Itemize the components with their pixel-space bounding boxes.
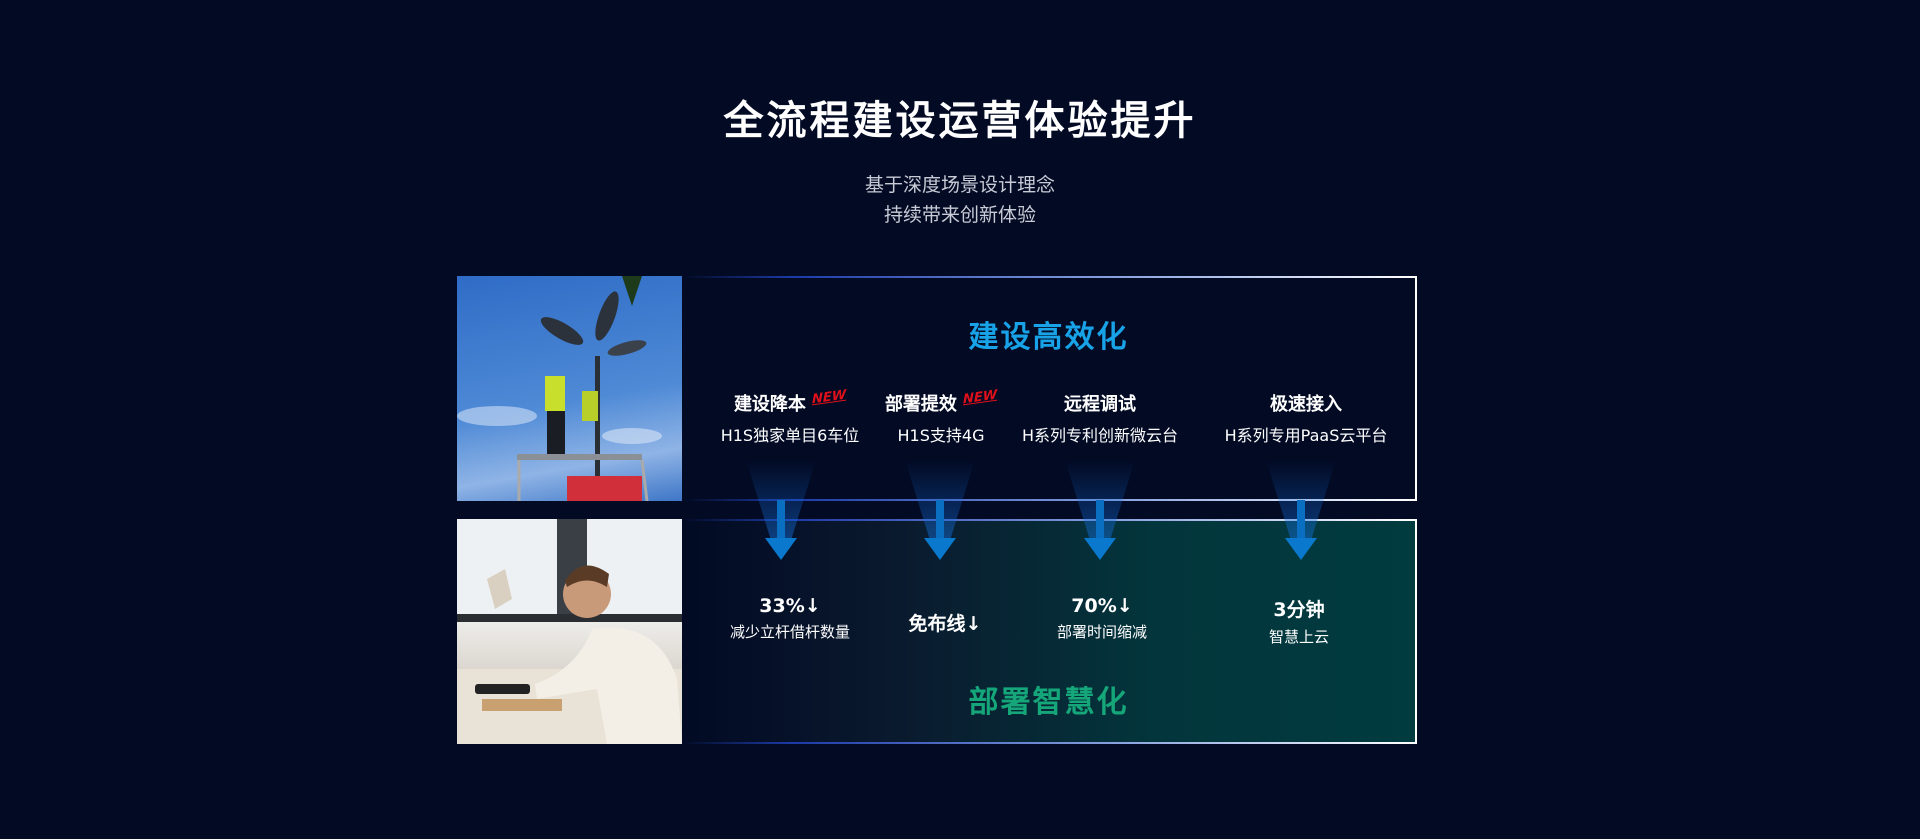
feature-title: 极速接入 bbox=[1270, 394, 1342, 415]
panel-heading-construction: 建设高效化 bbox=[968, 320, 1129, 355]
panel-heading-deployment: 部署智慧化 bbox=[968, 685, 1129, 720]
stat-value: 33%↓ bbox=[759, 595, 821, 617]
subtitle-line-2: 持续带来创新体验 bbox=[883, 204, 1036, 226]
stat-value: 70%↓ bbox=[1071, 595, 1133, 617]
down-arrow-icon bbox=[1084, 500, 1116, 560]
streetlight-installation-photo bbox=[457, 276, 682, 501]
feature-fast-access: 极速接入 H系列专用PaaS云平台 bbox=[1196, 390, 1416, 446]
feature-title: 建设降本 bbox=[733, 394, 806, 415]
stat-value: 3分钟 bbox=[1273, 599, 1325, 621]
stat-value: 免布线↓ bbox=[908, 613, 982, 635]
feature-desc: H系列专用PaaS云平台 bbox=[1224, 426, 1388, 445]
feature-remote-debug: 远程调试 H系列专利创新微云台 bbox=[1000, 390, 1200, 446]
feature-desc: H系列专利创新微云台 bbox=[1021, 426, 1179, 445]
stat-cloud-minutes: 3分钟 智慧上云 bbox=[1199, 595, 1399, 647]
feature-title: 远程调试 bbox=[1064, 394, 1136, 415]
subtitle-line-1: 基于深度场景设计理念 bbox=[864, 174, 1055, 196]
office-worker-photo bbox=[457, 519, 682, 744]
down-arrow-icon bbox=[1285, 500, 1317, 560]
stat-desc: 减少立杆借杆数量 bbox=[729, 623, 850, 641]
page-title: 全流程建设运营体验提升 bbox=[723, 98, 1197, 144]
feature-desc: H1S独家单目6车位 bbox=[720, 426, 860, 445]
stat-pole-reduction: 33%↓ 减少立杆借杆数量 bbox=[690, 595, 890, 642]
down-arrow-icon bbox=[924, 500, 956, 560]
new-badge: NEW bbox=[962, 387, 998, 408]
down-arrow-icon bbox=[765, 500, 797, 560]
stat-time-reduction: 70%↓ 部署时间缩减 bbox=[1002, 595, 1202, 642]
feature-title: 部署提效 bbox=[884, 394, 957, 415]
stat-no-wiring: 免布线↓ bbox=[845, 609, 1045, 636]
feature-desc: H1S支持4G bbox=[897, 426, 985, 445]
stat-desc: 部署时间缩减 bbox=[1056, 623, 1147, 641]
stat-desc: 智慧上云 bbox=[1268, 628, 1329, 646]
